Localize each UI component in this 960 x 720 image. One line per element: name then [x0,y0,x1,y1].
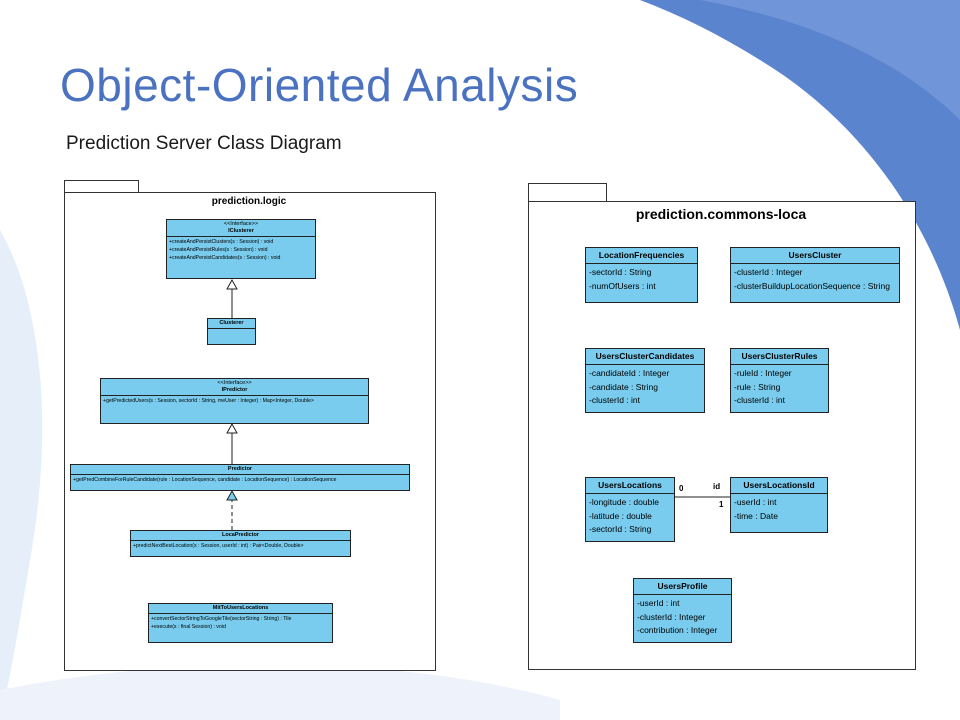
class-name: Predictor [71,465,409,475]
class-attribute: -numOfUsers : int [589,280,656,291]
class-operations: +createAndPersistClusters(s : Session) :… [167,237,315,263]
top-right-swoosh-light [700,0,960,120]
right-package-name: prediction.commons-loca [635,206,807,222]
class-attribute: -clusterId : int [734,395,786,405]
class-operations: +getPredictedUsers(s : Session, sectorId… [101,396,368,406]
top-right-swoosh [640,0,960,330]
class-attribute: -sectorId : String [589,524,652,534]
class-attributes: -userId : int -time : Date [731,494,827,525]
class-userslocationsid: UsersLocationsId -userId : int -time : D… [730,477,828,533]
class-userslocations: UsersLocations -longitude : double -lati… [585,477,675,542]
class-ipredictor: <<Interface>> IPredictor +getPredictedUs… [100,378,369,424]
association-role-label: id [713,482,721,491]
class-attribute: -candidateId : Integer [589,368,670,378]
class-attribute: -clusterBuildupLocationSequence : String [734,280,890,291]
class-name: UsersProfile [634,579,731,595]
class-name: Clusterer [208,319,255,329]
left-package-name: prediction.logic [211,196,287,207]
bottom-wave [0,664,560,720]
class-name: UsersClusterCandidates [586,349,704,365]
class-clusterer: Clusterer [207,318,256,345]
class-name: UsersLocations [586,478,674,494]
class-name: LocaPredictor [131,531,350,541]
class-operation: +convertSectorStringToGoogleTile(sectorS… [151,616,292,622]
class-operation: +execute(s : final Session) : void [151,624,226,630]
slide-subtitle: Prediction Server Class Diagram [66,133,342,154]
class-attributes: -ruleId : Integer -rule : String -cluste… [731,365,828,410]
class-operations: +convertSectorStringToGoogleTile(sectorS… [149,614,332,632]
class-operation: +predictNextBestLocation(s : Session, us… [133,543,304,549]
class-name: MitToUsersLocations [149,604,332,614]
class-attributes: -sectorId : String -numOfUsers : int [586,264,697,295]
class-name: UsersCluster [731,248,899,264]
class-attribute: -time : Date [734,510,778,521]
class-usersclustercandidates: UsersClusterCandidates -candidateId : In… [585,348,705,413]
class-attributes: -userId : int -clusterId : Integer -cont… [634,595,731,640]
slide-title: Object-Oriented Analysis [60,59,579,111]
class-userscluster: UsersCluster -clusterId : Integer -clust… [730,247,900,303]
class-operation: +createAndPersistClusters(s : Session) :… [169,239,274,245]
class-attribute: -longitude : double [589,497,659,507]
class-attribute: -clusterId : Integer [637,611,706,622]
clusterer-realization-arrow [226,278,238,290]
class-locapredictor: LocaPredictor +predictNextBestLocation(s… [130,530,351,557]
class-attributes: -longitude : double -latitude : double -… [586,494,674,539]
class-operations: +predictNextBestLocation(s : Session, us… [131,541,350,551]
locapredictor-arrow [226,489,238,501]
class-operations: +getPredCombineForRuleCandidate(rule : L… [71,475,409,485]
class-attribute: -ruleId : Integer [734,368,792,378]
class-usersprofile: UsersProfile -userId : int -clusterId : … [633,578,732,643]
association-multiplicity-right: 1 [719,500,724,509]
class-operation: +getPredictedUsers(s : Session, sectorId… [103,398,314,404]
class-stereotype: <<Interface>> [217,380,252,386]
class-operation: +createAndPersistRules(s : Session) : vo… [169,247,268,253]
class-name: UsersLocationsId [731,478,827,494]
class-name: UsersClusterRules [731,349,828,365]
predictor-realization-arrow [226,422,238,434]
class-header: <<Interface>> IClusterer [167,220,315,237]
class-attribute: -sectorId : String [589,267,652,277]
class-mittouserslocations: MitToUsersLocations +convertSectorString… [148,603,333,643]
class-attributes: -candidateId : Integer -candidate : Stri… [586,365,704,410]
class-operation: +getPredCombineForRuleCandidate(rule : L… [73,477,337,483]
class-header: <<Interface>> IPredictor [101,379,368,396]
left-wave [0,230,43,720]
association-multiplicity-left: 0 [679,484,684,493]
class-attribute: -userId : int [734,497,777,507]
class-attribute: -clusterId : Integer [734,267,803,277]
class-iclusterer: <<Interface>> IClusterer +createAndPersi… [166,219,316,279]
class-attribute: -rule : String [734,381,781,392]
class-attributes: -clusterId : Integer -clusterBuildupLoca… [731,264,899,295]
class-name: IPredictor [221,387,248,393]
class-name: LocationFrequencies [586,248,697,264]
class-attribute: -candidate : String [589,381,658,392]
class-stereotype: <<Interface>> [223,221,259,227]
class-attribute: -latitude : double [589,510,652,521]
class-attribute: -userId : int [637,598,680,608]
class-attribute: -clusterId : int [589,395,641,405]
class-operation: +createAndPersistCandidates(s : Session)… [169,255,281,261]
class-attribute: -contribution : Integer [637,625,718,635]
class-name: IClusterer [228,228,254,234]
class-predictor: Predictor +getPredCombineForRuleCandidat… [70,464,410,491]
class-locationfrequencies: LocationFrequencies -sectorId : String -… [585,247,698,303]
class-usersclusterrules: UsersClusterRules -ruleId : Integer -rul… [730,348,829,413]
